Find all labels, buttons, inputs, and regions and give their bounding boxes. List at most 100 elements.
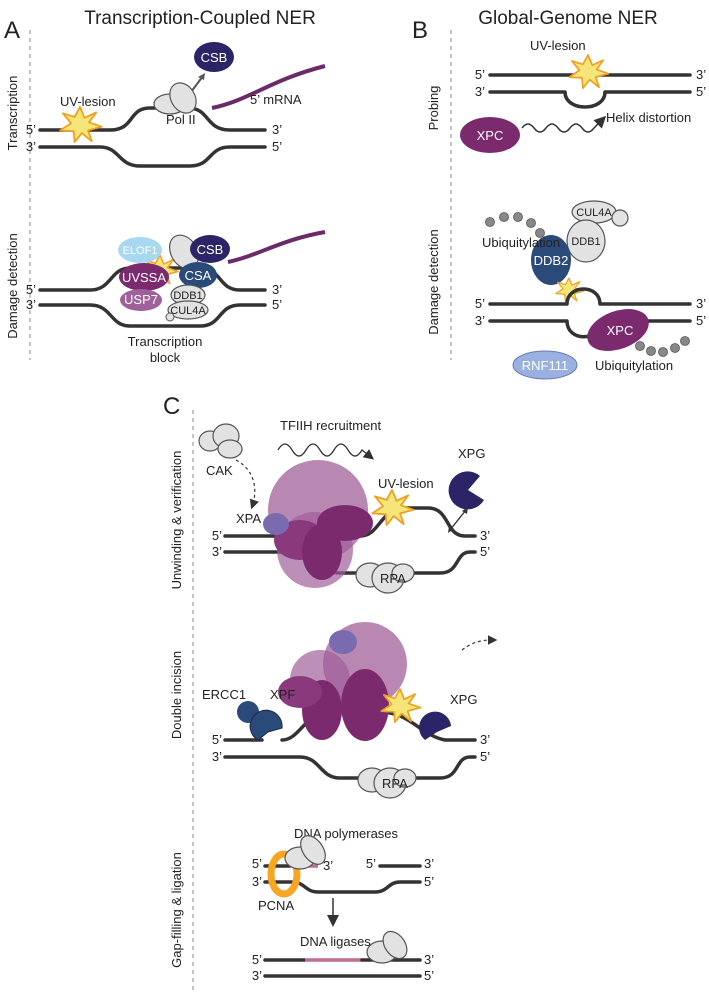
- dna-ligase-protein: [366, 930, 408, 964]
- cul4a-label-b: CUL4A: [576, 207, 612, 219]
- rpa-protein: [355, 562, 415, 594]
- ddb1-label-b: DDB1: [571, 236, 600, 248]
- panel-c-side-incision: Double incision: [169, 651, 184, 739]
- ubiquitin-chain-1: [485, 212, 545, 238]
- rnf111-label: RNF111: [522, 358, 568, 373]
- panel-a-damage-step: ELOF1 CSB UVSSA CSA USP7 DDB1 CUL4A 5’ 3…: [26, 230, 326, 365]
- transcription-block-label-2: block: [150, 350, 181, 365]
- panel-b-side-damage: Damage detection: [426, 229, 441, 335]
- c3-five-inner: 5’: [366, 856, 376, 871]
- c4-three-top: 3’: [424, 952, 434, 967]
- panel-b-damage-step: CUL4A DDB1 DDB2 Ubiquitylation 5’ 3’ 3’ …: [475, 200, 706, 380]
- a2-five-bottom: 5’: [272, 297, 282, 312]
- c3-five-bottom: 5’: [424, 874, 434, 889]
- cak-label: CAK: [206, 463, 233, 478]
- c2-five-top: 5’: [212, 732, 222, 747]
- panel-c-gap-step: DNA polymerases 3’ 5’ 3’ 5’ 3’ 5’ PCNA D…: [252, 826, 434, 983]
- c4-five-bottom: 5’: [424, 968, 434, 983]
- c1-five-bottom: 5’: [480, 544, 490, 559]
- c2-flap-right: [378, 710, 477, 742]
- rpa-label-2: RPA: [382, 776, 408, 791]
- a1-three-top: 3’: [272, 122, 282, 137]
- a1-five-top: 5’: [26, 122, 36, 137]
- b1-five-bottom: 5’: [696, 84, 706, 99]
- uvssa-label: UVSSA: [122, 270, 166, 285]
- uvssa-protein: [119, 263, 169, 291]
- dna-ligases-label: DNA ligases: [300, 934, 371, 949]
- panel-c-unwinding-step: TFIIH recruitment CAK XPA UV-lesion: [198, 418, 490, 594]
- xpc-label: XPC: [477, 128, 504, 143]
- b1-three-bottom: 3’: [475, 84, 485, 99]
- xpc-protein-2: [587, 309, 649, 351]
- c3-three-inner: 3’: [323, 858, 333, 873]
- panel-c-side-unwinding: Unwinding & verification: [169, 451, 184, 590]
- usp7-protein: [120, 289, 162, 311]
- panel-b-letter: B: [412, 17, 428, 44]
- c2-bottom-strand: [223, 755, 477, 780]
- pcna-label: PCNA: [258, 898, 294, 913]
- xpc-protein: [460, 117, 520, 153]
- c1-three-bottom: 3’: [212, 544, 222, 559]
- xpc-label-2: XPC: [607, 323, 634, 338]
- panel-a-transcription-step: CSB 5’ mRNA UV-lesion Pol II 5’ 3’ 3’ 5’: [26, 42, 326, 168]
- panel-b-side-probing: Probing: [426, 86, 441, 131]
- pcna-ring: [267, 850, 301, 898]
- elof1-protein: [118, 237, 162, 263]
- b2-five-top: 5’: [475, 296, 485, 311]
- xpf-label: XPF: [270, 687, 295, 702]
- ddb1-protein-b: [566, 219, 606, 263]
- panel-a-letter: A: [4, 17, 20, 44]
- elof1-label: ELOF1: [123, 245, 158, 257]
- panel-c-side-gap: Gap-filling & ligation: [169, 852, 184, 968]
- c4-three-bottom: 3’: [252, 968, 262, 983]
- dna-polymerases-label: DNA polymerases: [294, 826, 399, 841]
- csb-protein: [194, 42, 234, 72]
- csa-protein: [179, 262, 217, 288]
- tfiih-complex-2: [278, 622, 407, 741]
- c3-three-bottom: 3’: [252, 874, 262, 889]
- uv-lesion-label: UV-lesion: [60, 94, 116, 109]
- tfiih-release-arrow: [461, 635, 498, 651]
- pol-ii-label: Pol II: [166, 112, 196, 127]
- a1-three-bottom: 3’: [26, 139, 36, 154]
- c2-three-bottom: 3’: [212, 749, 222, 764]
- c1-uv-lesion-icon: [371, 489, 415, 526]
- ercc1-label: ERCC1: [202, 687, 246, 702]
- panel-c: C Unwinding & verification Double incisi…: [163, 393, 498, 990]
- b1-uv-lesion-label: UV-lesion: [530, 38, 586, 53]
- a2-three-top: 3’: [272, 282, 282, 297]
- uv-lesion-icon: [59, 106, 103, 144]
- c1-three-top: 3’: [480, 528, 490, 543]
- c1-five-top: 5’: [212, 528, 222, 543]
- b1-three-top: 3’: [696, 67, 706, 82]
- xpa-label: XPA: [236, 511, 261, 526]
- panel-b: B Global-Genome NER Probing Damage detec…: [412, 8, 706, 380]
- b2-three-bottom: 3’: [475, 313, 485, 328]
- c3-five-top: 5’: [252, 856, 262, 871]
- panel-a-title: Transcription-Coupled NER: [84, 8, 316, 29]
- b1-bottom-strand: [488, 90, 692, 109]
- c3-three-top: 3’: [424, 856, 434, 871]
- ddb2-protein: [531, 235, 571, 285]
- ubiquitylation-label-1: Ubiquitylation: [482, 235, 560, 250]
- xpg-double-arrow: [449, 509, 467, 531]
- b2-top-strand: [488, 287, 692, 306]
- c2-three-top: 3’: [480, 732, 490, 747]
- dna-polymerase-protein: [284, 835, 326, 870]
- xpg-protein: [448, 471, 484, 510]
- rnf111-protein: [512, 350, 578, 380]
- ubiquitin-chain-2: [635, 336, 690, 357]
- c2-five-bottom: 5’: [480, 749, 490, 764]
- c1-uv-lesion-label: UV-lesion: [378, 476, 434, 491]
- tfiih-complex: [263, 460, 373, 588]
- b1-uv-lesion-icon: [568, 54, 610, 90]
- mrna-strand: [211, 64, 326, 110]
- csb-protein-2: [190, 235, 230, 263]
- rpa-label: RPA: [380, 571, 406, 586]
- tfiih-arrow: [277, 443, 375, 460]
- usp7-label: USP7: [124, 292, 158, 307]
- cak-xpa-dashed-arrow: [235, 459, 259, 510]
- a2-five-top: 5’: [26, 282, 36, 297]
- a1-five-bottom: 5’: [272, 139, 282, 154]
